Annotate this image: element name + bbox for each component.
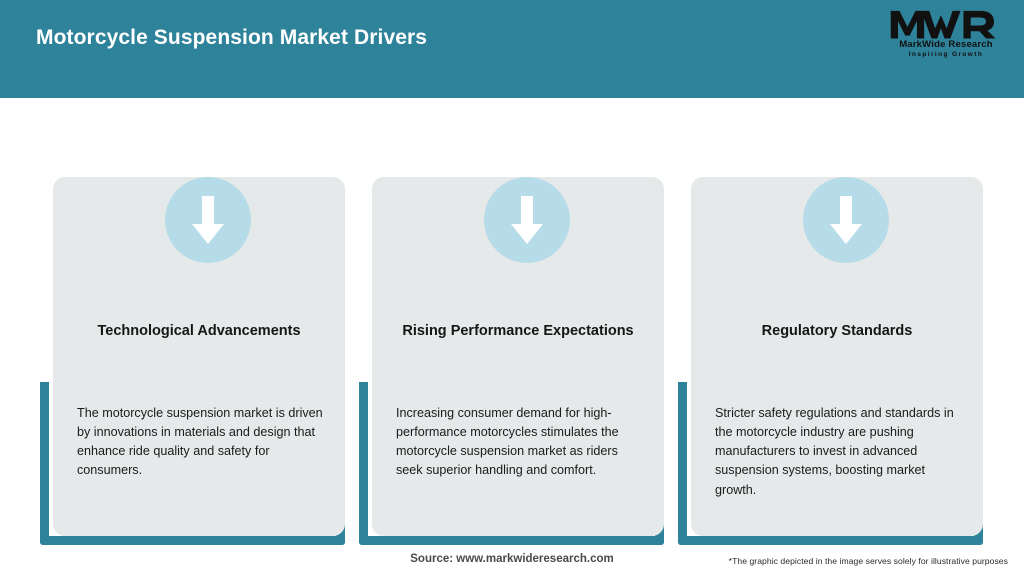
card-surface: Technological Advancements The motorcycl… — [53, 177, 345, 536]
page-header: Motorcycle Suspension Market Drivers Mar… — [0, 0, 1024, 98]
card-description: Increasing consumer demand for high-perf… — [396, 406, 619, 478]
driver-card-1[interactable]: Technological Advancements The motorcycl… — [40, 98, 345, 548]
page-title: Motorcycle Suspension Market Drivers — [36, 26, 428, 49]
card-description: The motorcycle suspension market is driv… — [77, 406, 323, 478]
driver-card-3[interactable]: Regulatory Standards Stricter safety reg… — [678, 98, 983, 548]
logo-tagline: Inspiring Growth — [908, 51, 984, 58]
driver-cards-container: Technological Advancements The motorcycl… — [0, 98, 1024, 548]
driver-card-2[interactable]: Rising Performance Expectations Increasi… — [359, 98, 664, 548]
card-title: Technological Advancements — [97, 323, 301, 339]
source-label: Source: www.markwideresearch.com — [410, 553, 614, 565]
card-surface: Regulatory Standards Stricter safety reg… — [691, 177, 983, 536]
arrow-down-icon — [484, 177, 570, 263]
arrow-down-icon — [165, 177, 251, 263]
arrow-down-icon — [803, 177, 889, 263]
markwide-research-logo: MarkWide Research Inspiring Growth — [886, 8, 1006, 66]
disclaimer-note: *The graphic depicted in the image serve… — [728, 556, 1008, 566]
card-title: Rising Performance Expectations — [402, 323, 634, 339]
card-surface: Rising Performance Expectations Increasi… — [372, 177, 664, 536]
mwr-monogram-icon — [886, 8, 1006, 40]
card-title: Regulatory Standards — [761, 323, 913, 339]
card-description: Stricter safety regulations and standard… — [715, 406, 954, 497]
logo-company-name: MarkWide Research — [899, 39, 993, 50]
